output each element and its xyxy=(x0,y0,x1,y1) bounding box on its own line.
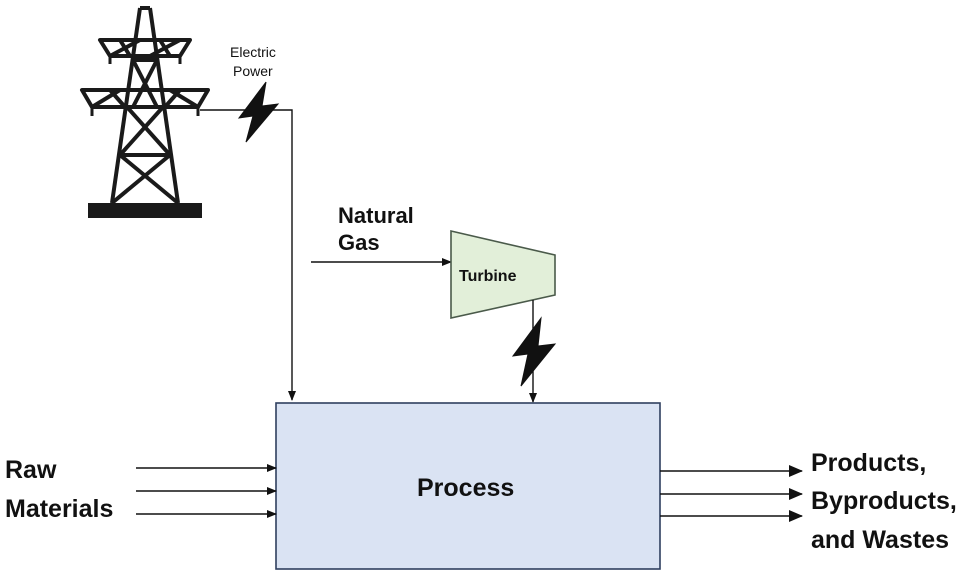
natural-gas-label-line1: Natural xyxy=(338,203,414,228)
outputs-label-line1: Products, xyxy=(811,449,927,477)
raw-materials-arrows xyxy=(136,464,277,518)
turbine-label: Turbine xyxy=(459,268,517,285)
process-box xyxy=(275,402,661,570)
power-tower-icon xyxy=(80,6,210,218)
turbine-shape xyxy=(450,229,556,319)
process-label: Process xyxy=(417,474,515,502)
lightning-bolt-icon xyxy=(511,316,557,387)
natural-gas-label-line2: Gas xyxy=(338,230,380,255)
raw-materials-label-line1: Raw xyxy=(5,456,57,484)
outputs-label-line3: and Wastes xyxy=(811,526,950,554)
electric-power-label-line1: Electric xyxy=(230,44,276,60)
lightning-bolt-icon xyxy=(237,81,280,143)
output-arrows xyxy=(660,465,803,522)
electric-power-label-line2: Power xyxy=(233,63,273,79)
raw-materials-label-line2: Materials xyxy=(5,495,114,523)
electric-power-line xyxy=(200,109,296,401)
outputs-label-line2: Byproducts, xyxy=(811,487,957,515)
